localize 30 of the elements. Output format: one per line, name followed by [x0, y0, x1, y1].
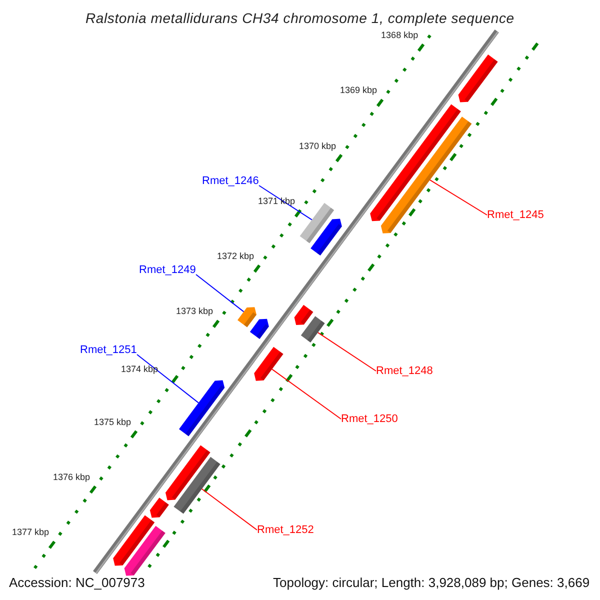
leader-line — [272, 368, 342, 420]
gene-label: Rmet_1248 — [376, 366, 433, 376]
scale-label: 1368 kbp — [381, 31, 418, 40]
gene-label: Rmet_1251 — [80, 344, 137, 356]
chart-title: Ralstonia metallidurans CH34 chromosome 1, complete sequence — [86, 11, 514, 25]
scale-label: 1377 kbp — [12, 528, 50, 538]
gene-bar — [300, 316, 325, 342]
gene-bar — [300, 202, 334, 244]
leader-line — [258, 185, 312, 220]
scale-label: 1375 kbp — [94, 418, 132, 427]
gene-label: Rmet_1250 — [341, 414, 398, 424]
scale-label: 1372 kbp — [217, 252, 254, 262]
leader-line — [196, 274, 244, 312]
leader-line — [429, 179, 488, 216]
gene-bar — [238, 307, 256, 328]
scale-label: 1376 kbp — [53, 473, 90, 482]
leader-line — [317, 332, 376, 372]
gene-label: Rmet_1249 — [139, 264, 196, 276]
gene-label: Rmet_1246 — [202, 176, 259, 186]
gene-label: Rmet_1252 — [257, 524, 314, 536]
gene-bar — [380, 116, 472, 234]
gene-bar — [254, 346, 284, 381]
gene-bar — [179, 380, 225, 436]
gene-label: Rmet_1245 — [487, 210, 544, 220]
scale-label: 1370 kbp — [299, 142, 336, 151]
leader-line — [136, 354, 199, 404]
gene-bar — [174, 456, 220, 514]
leader-line — [201, 488, 258, 530]
genome-info-text: Topology: circular; Length: 3,928,089 bp; Genes: 3,669 — [273, 576, 590, 588]
accession-text: Accession: NC_007973 — [9, 576, 145, 588]
